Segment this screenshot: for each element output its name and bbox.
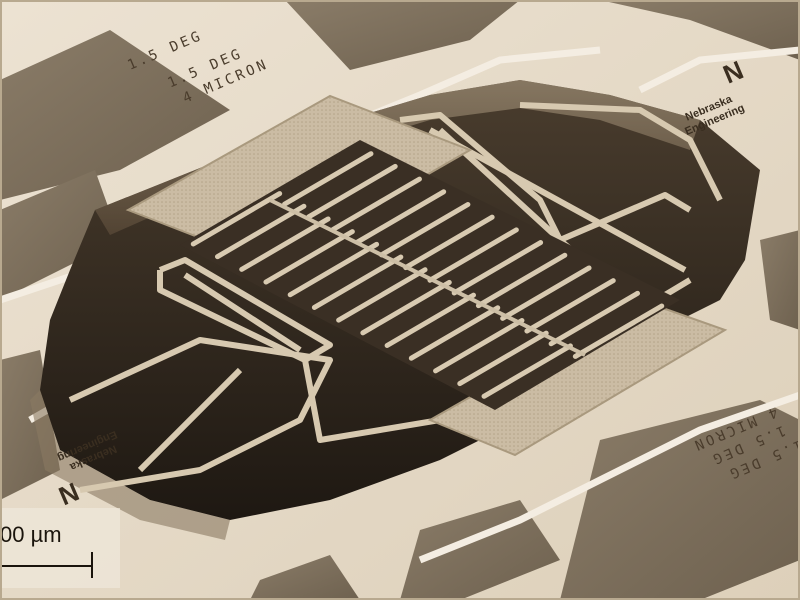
comb-finger [433, 317, 525, 374]
cavity-lip [30, 390, 230, 540]
comb-finger [572, 303, 665, 359]
cavity-wall [95, 80, 700, 235]
comb-finger [330, 176, 422, 233]
scale-bar: 00 µm [0, 508, 120, 588]
comb-finger [282, 151, 374, 207]
comb-finger [524, 278, 616, 334]
comb-finger [457, 330, 549, 387]
comb-finger [384, 292, 477, 349]
comb-finger [214, 203, 307, 260]
comb-finger [360, 279, 452, 336]
comb-finger [311, 254, 404, 310]
comb-finger [190, 191, 283, 247]
comb-finger [475, 252, 568, 309]
center-beam [269, 198, 586, 357]
comb-finger [403, 214, 495, 271]
comb-finger [378, 201, 471, 258]
comb-finger [451, 240, 544, 296]
comb-finger [263, 229, 355, 285]
comb-finger [427, 227, 519, 283]
comb-finger [500, 265, 592, 321]
scale-bar-label: 00 µm [0, 522, 62, 547]
comb-fingers [190, 151, 665, 399]
comb-finger [548, 290, 641, 347]
comb-finger [408, 305, 501, 361]
comb-finger [354, 189, 447, 245]
comb-finger [287, 241, 380, 298]
left-spring-frame [68, 257, 441, 493]
comb-finger [239, 216, 331, 272]
comb-finger [306, 163, 398, 220]
comb-finger [336, 267, 428, 323]
comb-finger [481, 343, 573, 399]
